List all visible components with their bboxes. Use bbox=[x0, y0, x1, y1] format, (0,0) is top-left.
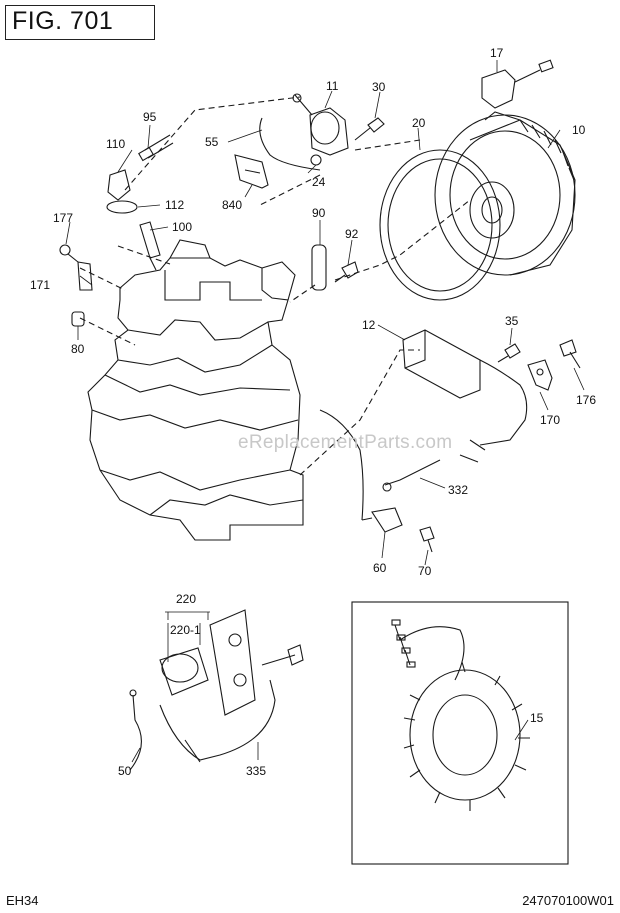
callout-90: 90 bbox=[312, 206, 326, 220]
cable-50 bbox=[129, 689, 142, 771]
plug-cap bbox=[107, 134, 174, 201]
callout-176: 176 bbox=[576, 393, 596, 407]
spark-plug bbox=[139, 221, 161, 271]
callout-20: 20 bbox=[412, 116, 426, 130]
callout-80: 80 bbox=[71, 342, 85, 356]
diode-60 bbox=[361, 507, 403, 533]
cable-335 bbox=[159, 679, 276, 763]
callout-35: 35 bbox=[505, 314, 519, 328]
ignition-module bbox=[402, 329, 528, 463]
callout-55: 55 bbox=[205, 135, 219, 149]
leader-lines bbox=[79, 96, 471, 476]
key-switch-assembly bbox=[159, 609, 304, 716]
callout-220-bracket bbox=[165, 611, 210, 620]
callout-60: 60 bbox=[373, 561, 387, 575]
callout-11: 11 bbox=[326, 79, 339, 93]
callout-177: 177 bbox=[53, 211, 73, 225]
callout-332: 332 bbox=[448, 483, 468, 497]
ignition-sensor bbox=[481, 59, 554, 109]
document-number: 247070100W01 bbox=[522, 893, 614, 908]
callout-171: 171 bbox=[30, 278, 50, 292]
callout-95: 95 bbox=[143, 110, 157, 124]
ignition-coil bbox=[259, 93, 349, 171]
watermark: eReplacementParts.com bbox=[238, 432, 453, 453]
callout-15: 15 bbox=[530, 711, 544, 725]
engine-block bbox=[87, 239, 304, 541]
callout-70: 70 bbox=[418, 564, 432, 578]
callout-112: 112 bbox=[165, 198, 184, 212]
callout-12: 12 bbox=[362, 318, 376, 332]
callout-labels: 17 11 30 95 110 55 20 10 24 840 112 177 … bbox=[30, 46, 596, 778]
nut-24 bbox=[310, 154, 322, 166]
bolt-70 bbox=[419, 526, 435, 553]
ring-gear bbox=[379, 149, 501, 301]
bolt-177 bbox=[59, 244, 79, 263]
cap-seal bbox=[106, 200, 138, 214]
callout-17: 17 bbox=[490, 46, 504, 60]
bracket-840 bbox=[234, 154, 269, 189]
stator bbox=[391, 619, 530, 811]
callout-30: 30 bbox=[372, 80, 386, 94]
callout-leaders bbox=[65, 60, 585, 763]
bolt-35 bbox=[497, 343, 521, 363]
bolt-176 bbox=[559, 339, 581, 369]
callout-335: 335 bbox=[246, 764, 266, 778]
callout-10: 10 bbox=[572, 123, 586, 137]
guard-90 bbox=[311, 244, 327, 291]
callout-92: 92 bbox=[345, 227, 359, 241]
bolt-92 bbox=[334, 261, 359, 283]
callout-110: 110 bbox=[106, 137, 125, 151]
callout-100: 100 bbox=[172, 220, 192, 234]
clip-171 bbox=[77, 261, 93, 291]
stator-inset-box bbox=[351, 601, 569, 865]
callout-220-1: 220-1 bbox=[170, 623, 201, 637]
harness-332 bbox=[319, 409, 441, 521]
figure-title: FIG. 701 bbox=[12, 7, 114, 35]
figure-title-box bbox=[5, 5, 155, 40]
callout-50: 50 bbox=[118, 764, 132, 778]
bracket-170 bbox=[527, 359, 553, 391]
model-label: EH34 bbox=[6, 893, 39, 908]
callout-170: 170 bbox=[540, 413, 560, 427]
callout-24: 24 bbox=[312, 175, 326, 189]
flywheel bbox=[434, 111, 576, 276]
callout-840: 840 bbox=[222, 198, 242, 212]
callout-220: 220 bbox=[176, 592, 196, 606]
bolt-30 bbox=[354, 117, 385, 141]
